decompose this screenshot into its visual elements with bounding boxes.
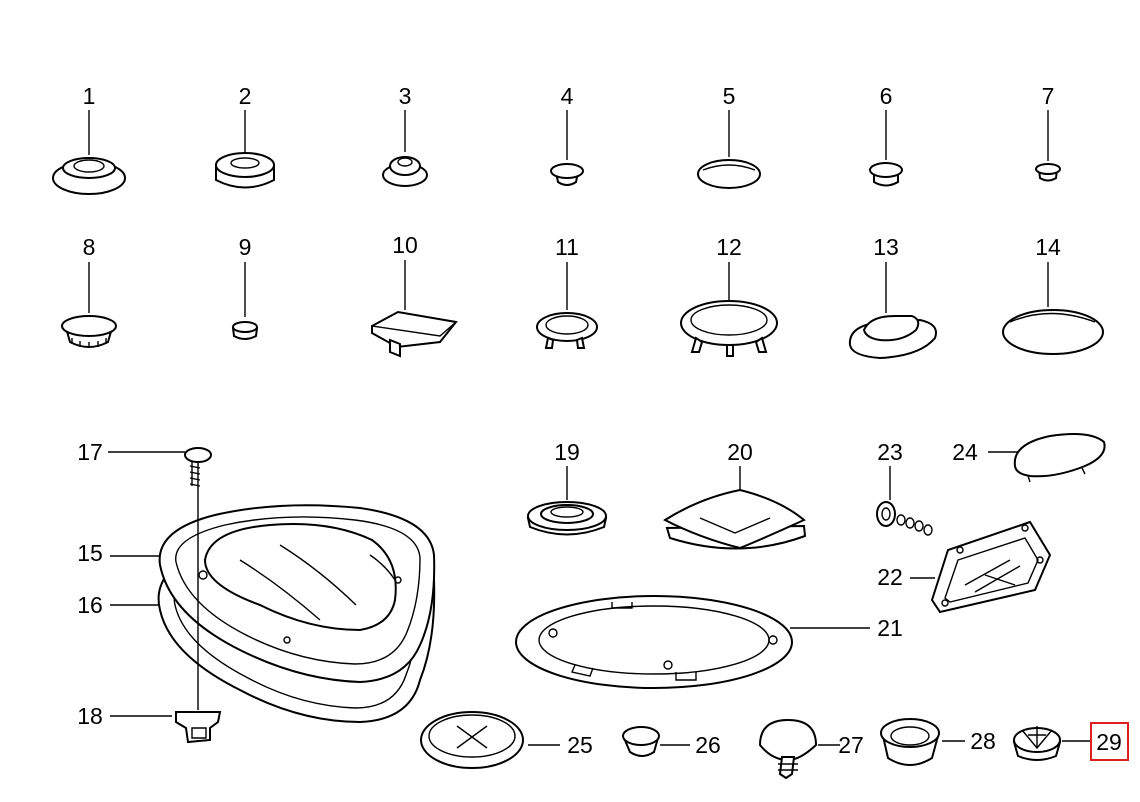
label-29: 29 [1096, 729, 1122, 755]
highlight-box-29 [1090, 722, 1129, 761]
label-2: 2 [239, 83, 252, 109]
label-27: 27 [838, 732, 864, 758]
part-7-plug [1035, 163, 1061, 182]
label-28: 28 [970, 728, 996, 754]
label-19: 19 [554, 439, 580, 465]
part-21-ring [515, 595, 793, 689]
label-17: 17 [77, 439, 103, 465]
part-10-cover [371, 310, 458, 358]
part-18-clip [175, 711, 222, 744]
part-29-cap [1012, 726, 1062, 761]
label-9: 9 [239, 234, 252, 260]
part-26-plug [622, 726, 660, 757]
part-27-pushclip [758, 718, 818, 780]
label-24: 24 [952, 439, 978, 465]
label-3: 3 [399, 83, 412, 109]
label-8: 8 [83, 234, 96, 260]
label-20: 20 [727, 439, 753, 465]
label-1: 1 [83, 83, 96, 109]
part-14-cap [1002, 309, 1104, 355]
part-24-cap [1013, 433, 1106, 483]
label-11: 11 [555, 234, 579, 260]
part-15-cover [158, 504, 436, 684]
part-4-plug [550, 163, 584, 186]
part-22-plate [930, 520, 1052, 614]
label-4: 4 [561, 83, 574, 109]
part-11-ring [536, 312, 598, 349]
label-12: 12 [716, 234, 742, 260]
part-19-grommet [526, 501, 608, 536]
part-28-grommet [880, 718, 940, 766]
part-9-plug [231, 321, 259, 340]
part-2-plug [215, 152, 275, 189]
label-22: 22 [877, 564, 903, 590]
label-23: 23 [877, 439, 903, 465]
part-13-plug [848, 315, 937, 360]
label-25: 25 [567, 732, 593, 758]
label-6: 6 [880, 83, 893, 109]
part-20-pad [662, 488, 807, 550]
part-23-grommet [876, 501, 933, 536]
label-7: 7 [1042, 83, 1055, 109]
label-16: 16 [77, 592, 103, 618]
label-5: 5 [723, 83, 736, 109]
label-21: 21 [877, 615, 903, 641]
part-8-grommet [61, 315, 117, 348]
label-18: 18 [77, 703, 103, 729]
label-15: 15 [77, 540, 103, 566]
part-1-grommet [52, 157, 126, 195]
label-10: 10 [392, 232, 418, 258]
part-6-plug [869, 162, 903, 187]
label-14: 14 [1035, 234, 1061, 260]
part-12-ring [680, 300, 778, 357]
label-26: 26 [695, 732, 721, 758]
part-3-grommet [382, 156, 428, 187]
label-13: 13 [873, 234, 899, 260]
part-5-cap [697, 159, 761, 189]
part-25-cap [420, 711, 524, 769]
part-17-screw [184, 447, 212, 488]
